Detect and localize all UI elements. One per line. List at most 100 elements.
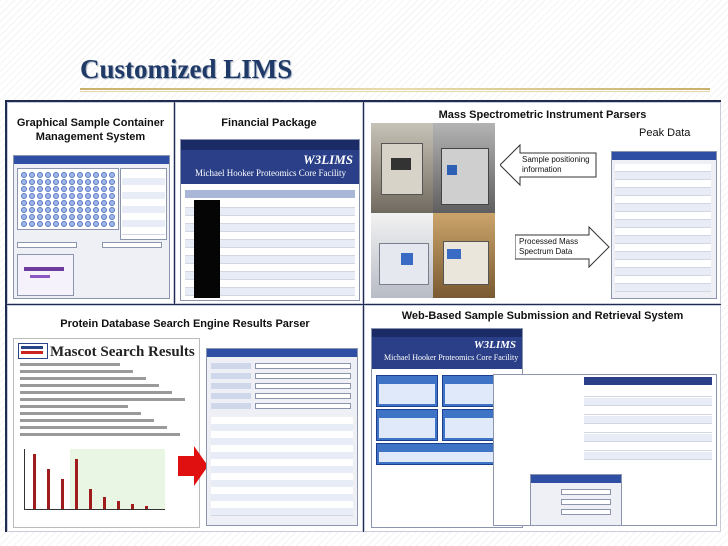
protein-form-label bbox=[211, 363, 251, 369]
container-app-window bbox=[13, 155, 170, 299]
financial-table-row bbox=[185, 264, 355, 272]
plate-well bbox=[21, 193, 27, 199]
mascot-text-line bbox=[20, 433, 180, 436]
container-input-field[interactable] bbox=[17, 242, 77, 248]
plate-well bbox=[77, 193, 83, 199]
web-submission-panel: Web-Based Sample Submission and Retrieva… bbox=[364, 305, 721, 532]
web-panel-title: Web-Based Sample Submission and Retrieva… bbox=[401, 310, 684, 322]
plate-well bbox=[53, 214, 59, 220]
protein-form-field bbox=[255, 393, 351, 399]
plate-well bbox=[93, 179, 99, 185]
popup-field-1[interactable] bbox=[561, 489, 611, 495]
financial-panel-title: Financial Package bbox=[221, 117, 317, 129]
financial-table-row bbox=[185, 248, 355, 256]
popup-field-3[interactable] bbox=[561, 509, 611, 515]
web-brand-logo: W3LIMS bbox=[473, 339, 516, 351]
protein-form-field bbox=[255, 403, 351, 409]
peak-table-row bbox=[615, 204, 711, 212]
plate-well bbox=[45, 186, 51, 192]
plate-well bbox=[61, 193, 67, 199]
plate-well bbox=[21, 214, 27, 220]
mascot-text-line bbox=[20, 370, 133, 373]
plate-well bbox=[37, 193, 43, 199]
container-panel-title-line1: Graphical Sample Container bbox=[16, 117, 165, 129]
submission-table-row bbox=[584, 434, 712, 442]
financial-table-row bbox=[185, 216, 355, 224]
plate-well bbox=[61, 221, 67, 227]
plate-well bbox=[109, 179, 115, 185]
container-panel-title-line2: Management System bbox=[35, 131, 146, 143]
financial-table-row bbox=[185, 232, 355, 240]
peak-table-row bbox=[615, 260, 711, 268]
plate-well bbox=[77, 207, 83, 213]
score-histogram bbox=[24, 449, 165, 510]
plate-well bbox=[101, 179, 107, 185]
peak-table-row bbox=[615, 164, 711, 172]
histogram-bar bbox=[117, 501, 120, 509]
plate-well bbox=[69, 186, 75, 192]
title-underline bbox=[80, 88, 710, 90]
plate-well bbox=[61, 214, 67, 220]
financial-table-row bbox=[185, 200, 355, 208]
plate-well bbox=[85, 193, 91, 199]
plate-well bbox=[37, 207, 43, 213]
protein-form-field bbox=[255, 383, 351, 389]
popup-field-2[interactable] bbox=[561, 499, 611, 505]
plate-well bbox=[85, 207, 91, 213]
histogram-bar bbox=[61, 479, 64, 509]
peak-table-row bbox=[615, 236, 711, 244]
web-facility-name: Michael Hooker Proteomics Core Facility bbox=[384, 353, 519, 362]
plate-well bbox=[85, 200, 91, 206]
screenshot-collage: Graphical Sample Container Management Sy… bbox=[5, 100, 721, 532]
mascot-title: Mascot Search Results bbox=[50, 344, 195, 360]
plate-well bbox=[29, 179, 35, 185]
plate-well bbox=[61, 179, 67, 185]
submission-table-row bbox=[584, 416, 712, 424]
mascot-text-line bbox=[20, 405, 128, 408]
container-input-field-2[interactable] bbox=[102, 242, 162, 248]
plate-well bbox=[77, 186, 83, 192]
mascot-text-line bbox=[20, 391, 172, 394]
protein-panel-title: Protein Database Search Engine Results P… bbox=[60, 318, 310, 330]
peak-table-row bbox=[615, 172, 711, 180]
mascot-text-line bbox=[20, 412, 141, 415]
plate-well bbox=[109, 186, 115, 192]
protein-table-row bbox=[211, 508, 353, 516]
peak-table-row bbox=[615, 228, 711, 236]
financial-table-row bbox=[185, 272, 355, 280]
plate-well bbox=[61, 186, 67, 192]
plate-well bbox=[29, 214, 35, 220]
plate-well bbox=[69, 193, 75, 199]
peak-data-window bbox=[611, 151, 717, 299]
sample-positioning-arrow bbox=[500, 143, 597, 187]
instrument-photo-4 bbox=[433, 213, 495, 298]
plate-well bbox=[69, 200, 75, 206]
submission-table-row bbox=[584, 425, 712, 433]
plate-well bbox=[101, 221, 107, 227]
protein-form-field bbox=[255, 373, 351, 379]
plate-well bbox=[77, 172, 83, 178]
plate-well bbox=[101, 207, 107, 213]
title-underline-secondary bbox=[80, 91, 710, 92]
plate-well bbox=[77, 200, 83, 206]
submission-table-row bbox=[584, 452, 712, 460]
histogram-bar bbox=[131, 504, 134, 509]
web-lims-header: W3LIMS Michael Hooker Proteomics Core Fa… bbox=[372, 329, 522, 369]
redacted-block bbox=[194, 200, 220, 298]
protein-form-label bbox=[211, 383, 251, 389]
plate-well bbox=[69, 214, 75, 220]
plate-well bbox=[69, 207, 75, 213]
plate-well bbox=[69, 221, 75, 227]
peak-table-row bbox=[615, 268, 711, 276]
submission-table-row bbox=[584, 389, 712, 397]
sample-positioning-label-line2: information bbox=[522, 165, 562, 174]
plate-well bbox=[93, 207, 99, 213]
web-box-3 bbox=[376, 409, 438, 441]
mascot-text-line bbox=[20, 419, 154, 422]
plate-well bbox=[93, 214, 99, 220]
financial-table-row bbox=[185, 240, 355, 248]
financial-table-row bbox=[185, 208, 355, 216]
instrument-photo-2 bbox=[433, 123, 495, 213]
container-window-titlebar bbox=[14, 156, 169, 164]
histogram-bar bbox=[145, 506, 148, 509]
